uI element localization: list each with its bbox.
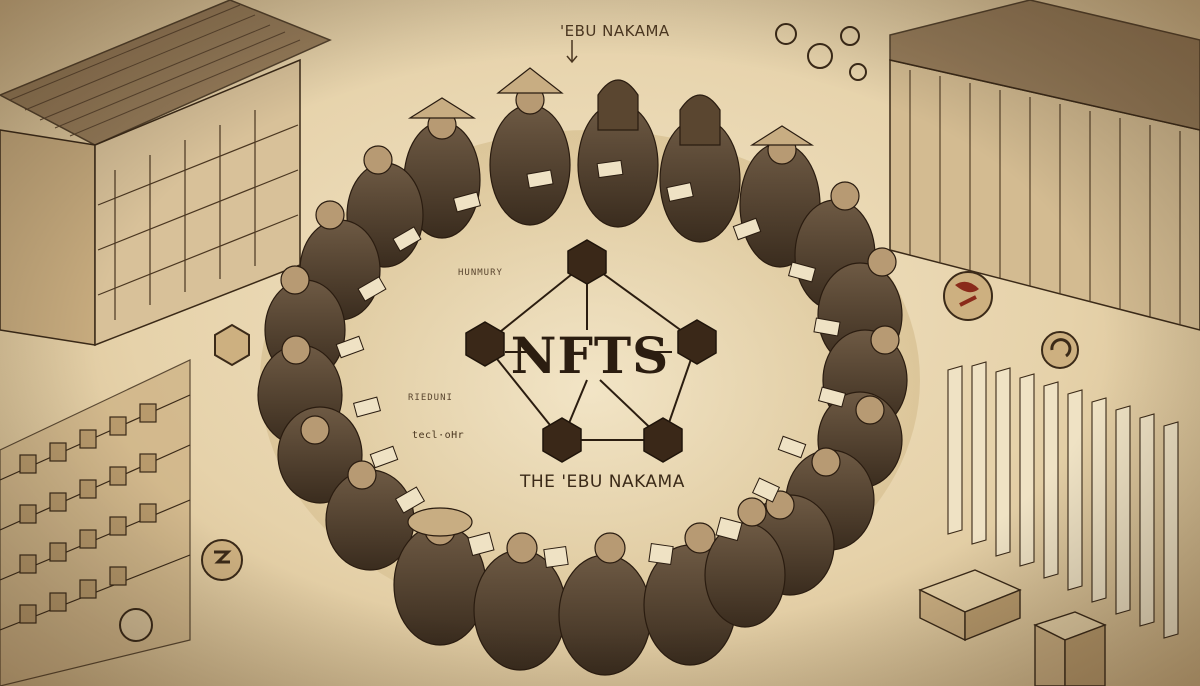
scribble-text-3: tecl·oHr xyxy=(412,430,465,441)
center-title: NFTS xyxy=(510,326,670,385)
top-caption: 'EBU NAKAMA xyxy=(560,22,670,40)
scribble-text-1: HUNMURY xyxy=(458,268,503,278)
bottom-caption: THE 'EBU NAKAMA xyxy=(520,472,685,492)
scribble-text-2: RIEDUNI xyxy=(408,393,453,403)
